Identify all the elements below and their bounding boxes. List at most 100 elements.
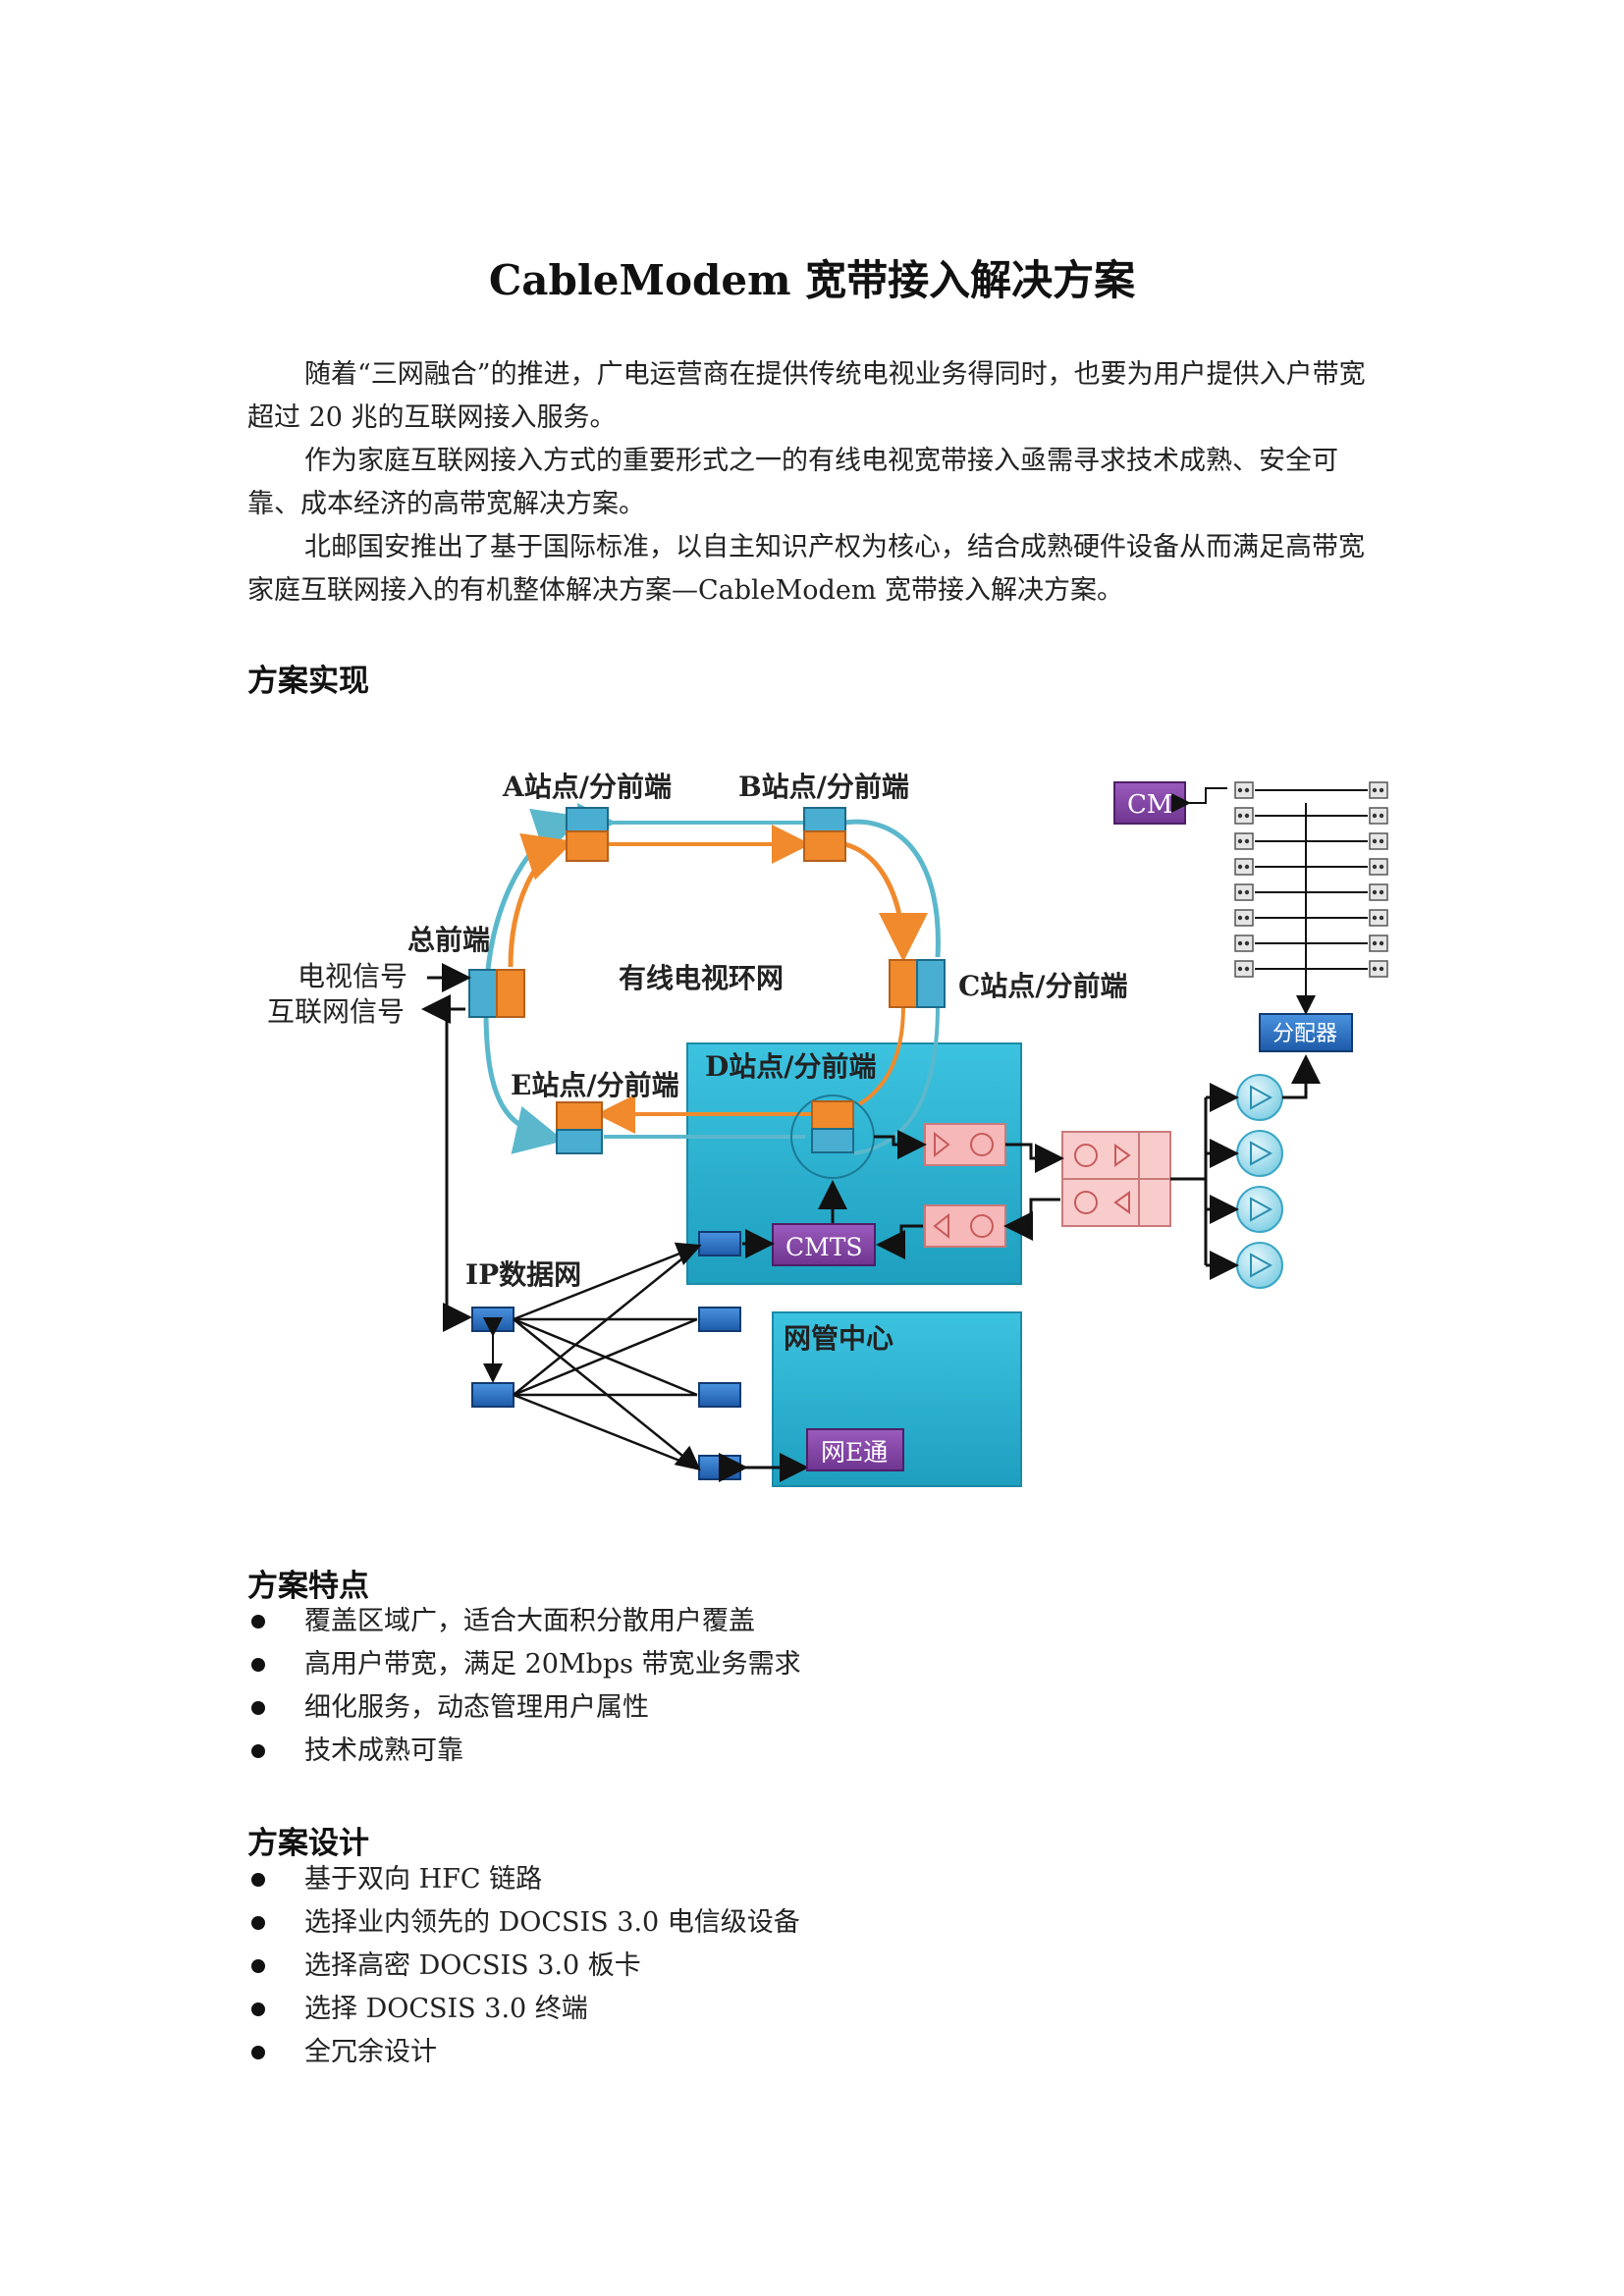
intro-paragraph-1: 随着“三网融合”的推进，广电运营商在提供传统电视业务得同时，也要为用户提供入户带… xyxy=(247,359,1366,433)
outlet-icon xyxy=(1234,934,1254,952)
bullet-icon xyxy=(251,2046,265,2059)
outlet-pin xyxy=(1244,940,1250,946)
label-internet-signal: 互联网信号 xyxy=(267,995,405,1028)
outlet-pin xyxy=(1237,838,1243,844)
label-cmts: CMTS xyxy=(785,1233,863,1261)
intro-paragraph-2: 作为家庭互联网接入方式的重要形式之一的有线电视宽带接入亟需寻求技术成熟、安全可靠… xyxy=(247,446,1338,519)
outlet-icon xyxy=(1234,832,1254,850)
section-heading-design: 方案设计 xyxy=(247,1826,369,1861)
outlet-pin xyxy=(1237,915,1243,921)
ip-network-nodes xyxy=(471,1307,741,1480)
outlet-icon xyxy=(1234,909,1254,927)
outlet-pin xyxy=(1372,864,1378,870)
design-list: 基于双向 HFC 链路 选择业内领先的 DOCSIS 3.0 电信级设备 选择高… xyxy=(247,1858,800,2074)
outlet-icon xyxy=(1234,807,1254,825)
outlet-icon xyxy=(1234,858,1254,876)
optical-tx xyxy=(924,1123,1006,1166)
outlet-pin xyxy=(1237,813,1243,819)
bullet-icon xyxy=(251,1615,265,1629)
bullet-icon xyxy=(251,1959,265,1973)
list-item: 全冗余设计 xyxy=(247,2031,800,2074)
outlet-pin xyxy=(1372,915,1378,921)
list-item: 选择 DOCSIS 3.0 终端 xyxy=(247,1988,800,2031)
outlet-pin xyxy=(1237,787,1243,793)
label-tv-signal: 电视信号 xyxy=(298,960,407,992)
label-splitter: 分配器 xyxy=(1272,1022,1337,1046)
outlet-pin xyxy=(1372,787,1378,793)
features-list: 覆盖区域广，适合大面积分散用户覆盖 高用户带宽，满足 20Mbps 带宽业务需求… xyxy=(247,1600,801,1773)
page-title: CableModem 宽带接入解决方案 xyxy=(488,256,1136,304)
design-text: 基于双向 HFC 链路 xyxy=(304,1864,543,1895)
list-item: 基于双向 HFC 链路 xyxy=(247,1858,800,1901)
outlet-icon xyxy=(1369,807,1388,825)
label-ip-network: IP数据网 xyxy=(465,1258,581,1291)
outlet-icon xyxy=(1369,781,1388,799)
feature-text: 高用户带宽，满足 20Mbps 带宽业务需求 xyxy=(304,1649,801,1680)
list-item: 技术成熟可靠 xyxy=(247,1730,801,1773)
outlet-grid xyxy=(1234,781,1388,978)
outlet-pin xyxy=(1244,813,1250,819)
outlet-pin xyxy=(1372,940,1378,946)
feature-text: 覆盖区域广，适合大面积分散用户覆盖 xyxy=(304,1606,755,1636)
list-item: 选择业内领先的 DOCSIS 3.0 电信级设备 xyxy=(247,1901,800,1945)
cmts-port xyxy=(698,1231,741,1256)
label-cm: CM xyxy=(1127,790,1173,820)
list-item: 细化服务，动态管理用户属性 xyxy=(247,1686,801,1730)
outlet-pin xyxy=(1379,787,1384,793)
list-item: 覆盖区域广，适合大面积分散用户覆盖 xyxy=(247,1600,801,1643)
outlet-pin xyxy=(1244,915,1250,921)
station-a-node xyxy=(566,807,609,862)
label-nms-center: 网管中心 xyxy=(784,1322,893,1355)
outlet-pin xyxy=(1244,864,1250,870)
label-station-a: A站点/分前端 xyxy=(502,771,672,803)
outlet-pin xyxy=(1244,889,1250,895)
cm-box xyxy=(1113,781,1186,825)
cmts-box xyxy=(772,1223,876,1266)
outlet-icon xyxy=(1369,858,1388,876)
splitter-box xyxy=(1259,1013,1353,1052)
intro-paragraph-3: 北邮国安推出了基于国际标准，以自主知识产权为核心，结合成熟硬件设备从而满足高带宽… xyxy=(247,532,1365,606)
outlet-pin xyxy=(1379,864,1384,870)
label-ring: 有线电视环网 xyxy=(619,962,784,994)
station-b-node xyxy=(803,807,846,862)
outlet-pin xyxy=(1379,889,1384,895)
design-text: 选择高密 DOCSIS 3.0 板卡 xyxy=(304,1950,641,1981)
bullet-icon xyxy=(251,2002,265,2016)
outlet-icon xyxy=(1234,960,1254,978)
optical-node xyxy=(1061,1131,1171,1227)
label-nete: 网E通 xyxy=(821,1438,888,1467)
outlet-pin xyxy=(1372,838,1378,844)
headend-node xyxy=(468,969,525,1018)
feature-text: 细化服务，动态管理用户属性 xyxy=(304,1692,649,1723)
outlet-pin xyxy=(1237,940,1243,946)
bullet-icon xyxy=(251,1744,265,1758)
outlet-pin xyxy=(1379,813,1384,819)
outlet-pin xyxy=(1244,787,1250,793)
outlet-icon xyxy=(1369,883,1388,901)
outlet-pin xyxy=(1379,838,1384,844)
amplifiers xyxy=(1236,1074,1283,1289)
bullet-icon xyxy=(251,1916,265,1930)
station-e-node xyxy=(556,1101,603,1154)
outlet-icon xyxy=(1369,934,1388,952)
outlet-icon xyxy=(1369,832,1388,850)
feature-text: 技术成熟可靠 xyxy=(304,1735,463,1766)
bullet-icon xyxy=(251,1658,265,1672)
list-item: 选择高密 DOCSIS 3.0 板卡 xyxy=(247,1945,800,1988)
design-text: 全冗余设计 xyxy=(304,2037,437,2067)
station-d-node xyxy=(790,1095,875,1179)
section-heading-features: 方案特点 xyxy=(247,1569,369,1604)
outlet-pin xyxy=(1379,966,1384,972)
optical-rx xyxy=(924,1204,1006,1248)
outlet-icon xyxy=(1234,781,1254,799)
outlet-pin xyxy=(1379,940,1384,946)
outlet-icon xyxy=(1369,909,1388,927)
bullet-icon xyxy=(251,1701,265,1715)
label-station-b: B站点/分前端 xyxy=(738,771,909,803)
label-station-d: D站点/分前端 xyxy=(705,1050,877,1083)
outlet-pin xyxy=(1237,966,1243,972)
bullet-icon xyxy=(251,1873,265,1887)
station-c-node xyxy=(889,959,946,1008)
label-station-e: E站点/分前端 xyxy=(511,1069,679,1101)
